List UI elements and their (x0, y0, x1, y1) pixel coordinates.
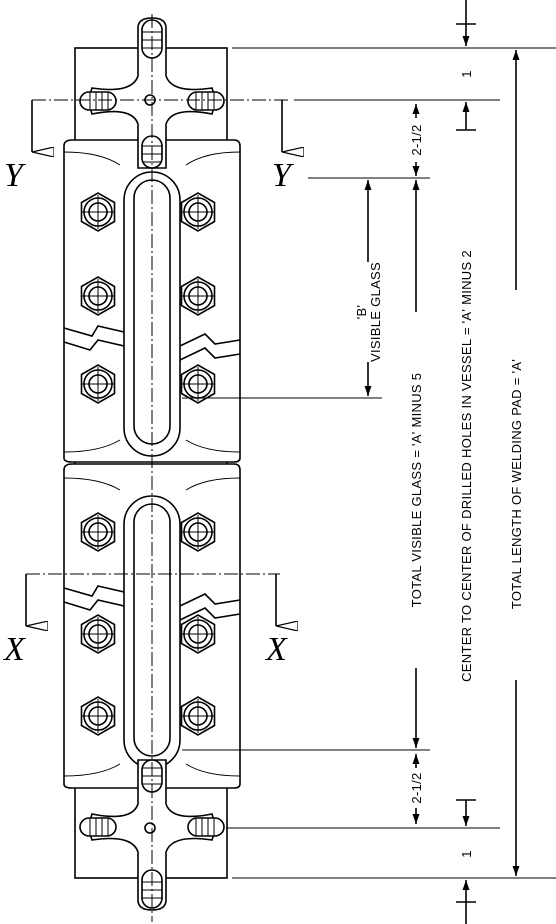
dim-visible-glass-b-mark: 'B' (354, 305, 369, 320)
bolt-12 (180, 696, 216, 736)
extension-lines (182, 47, 556, 879)
dim-visible-glass-label: VISIBLE GLASS (368, 262, 383, 362)
section-label-x-right: X (264, 631, 288, 668)
dim-total-visible-label: TOTAL VISIBLE GLASS = 'A' MINUS 5 (409, 373, 424, 608)
bolt-10 (180, 614, 216, 654)
bolt-8 (180, 512, 216, 552)
dim-bottom-two-half-label: 2-1/2 (409, 772, 424, 803)
bolt-4 (180, 276, 216, 316)
bolt-9 (80, 614, 116, 654)
dim-center-label: CENTER TO CENTER OF DRILLED HOLES IN VES… (459, 250, 474, 682)
bolt-6 (180, 364, 216, 404)
bolt-group (80, 192, 216, 736)
section-label-y-right: Y (272, 157, 294, 194)
section-label-x-left: X (2, 631, 26, 668)
bolt-3 (80, 276, 116, 316)
bolt-5 (80, 364, 116, 404)
section-line-y (31, 99, 290, 152)
section-label-y-left: Y (4, 157, 26, 194)
bolt-11 (80, 696, 116, 736)
dim-top-two-half-label: 2-1/2 (409, 124, 424, 155)
section-line-x (25, 573, 280, 626)
dim-top-one-label: 1 (459, 70, 474, 78)
bolt-7 (80, 512, 116, 552)
bolt-1 (80, 192, 116, 232)
dim-total-length-label: TOTAL LENGTH OF WELDING PAD = 'A' (509, 359, 524, 609)
bolt-2 (180, 192, 216, 232)
dim-bottom-one-label: 1 (459, 850, 474, 858)
